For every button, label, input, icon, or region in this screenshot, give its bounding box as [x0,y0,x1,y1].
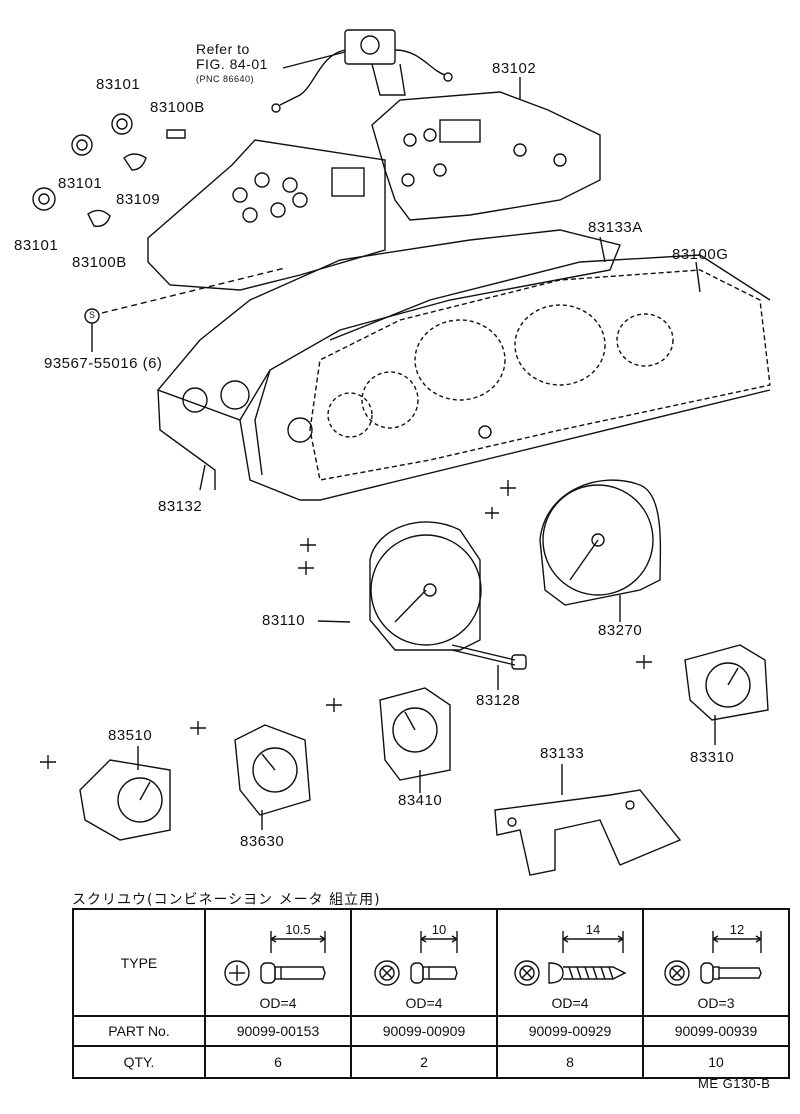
screw-4-od: OD=3 [697,995,735,1011]
part-label-83102: 83102 [492,60,537,77]
screw-3-length: 14 [586,923,600,937]
bracket-drawing [494,789,682,876]
type-row: TYPE 10.5 OD=4 10 OD=4 [72,908,790,1017]
wire-harness-drawing [271,29,453,113]
shaft-drawing [451,644,527,670]
screw-3-part-no: 90099-00929 [496,1015,644,1047]
screw-2-length: 10 [432,923,446,937]
screw-3-od: OD=4 [551,995,589,1011]
washer-head-screw-icon: 10 [374,923,458,986]
speedometer-drawing [298,521,482,651]
part-label-83128: 83128 [476,692,521,709]
screw-4-qty: 10 [642,1045,790,1079]
tapping-screw-icon: 14 [514,923,627,986]
part-label-83110: 83110 [262,612,306,629]
part-label-83101-b: 83101 [58,175,103,192]
part-label-83630: 83630 [240,833,285,850]
screw-2-qty: 2 [350,1045,498,1079]
small-washer-screw-icon: 12 [664,923,762,986]
screw-4-part-no: 90099-00939 [642,1015,790,1047]
part-label-83133a: 83133A [588,219,643,236]
part-label-93567: 93567-55016 (6) [44,355,163,372]
part-label-83100b-b: 83100B [72,254,127,271]
screw-4-length: 12 [730,923,744,937]
circle-s-label: S [89,310,96,320]
part-label-83510: 83510 [108,727,153,744]
bulb-socket-drawings [32,113,286,324]
screw-1-length: 10.5 [285,923,310,937]
figure-code: ME G130-B [698,1076,771,1091]
refer-line-2: FIG. 84-01 [196,56,268,72]
part-header: PART No. [72,1015,206,1047]
meter-case-drawing [156,229,771,501]
qty-header: QTY. [72,1045,206,1079]
qty-row: QTY. 6 2 8 10 [72,1045,790,1079]
part-row: PART No. 90099-00153 90099-00909 90099-0… [72,1015,790,1047]
screw-2-part-no: 90099-00909 [350,1015,498,1047]
screw-1-part-no: 90099-00153 [204,1015,352,1047]
part-label-83101-c: 83101 [14,237,59,254]
gauge-drawings [40,644,769,841]
part-label-83270: 83270 [598,622,643,639]
leader-lines [91,77,716,830]
circuit-board-drawings [147,91,601,291]
screw-type-3: 14 OD=4 [496,908,644,1017]
screw-1-od: OD=4 [259,995,297,1011]
part-label-83410: 83410 [398,792,443,809]
part-label-83101-a: 83101 [96,76,141,93]
part-label-83100g: 83100G [672,246,729,263]
pan-head-screw-icon: 10.5 [224,923,326,986]
refer-line-3: (PNC 86640) [196,74,255,84]
screw-table: TYPE 10.5 OD=4 10 OD=4 [72,908,790,1079]
screw-type-2: 10 OD=4 [350,908,498,1017]
screw-table-title: スクリユウ(コンビネーシヨン メータ 組立用) [72,892,381,908]
part-label-83132: 83132 [158,498,203,515]
screw-2-od: OD=4 [405,995,443,1011]
part-label-83310: 83310 [690,749,735,766]
screw-type-4: 12 OD=3 [642,908,790,1017]
tachometer-drawing [485,479,662,606]
part-label-83109: 83109 [116,191,161,208]
type-header: TYPE [72,908,206,1017]
part-label-83133: 83133 [540,745,585,762]
screw-type-1: 10.5 OD=4 [204,908,352,1017]
screw-1-qty: 6 [204,1045,352,1079]
part-label-83100b-a: 83100B [150,99,205,116]
refer-note: Refer to FIG. 84-01 (PNC 86640) [196,42,268,87]
refer-line-1: Refer to [196,41,250,57]
screw-3-qty: 8 [496,1045,644,1079]
